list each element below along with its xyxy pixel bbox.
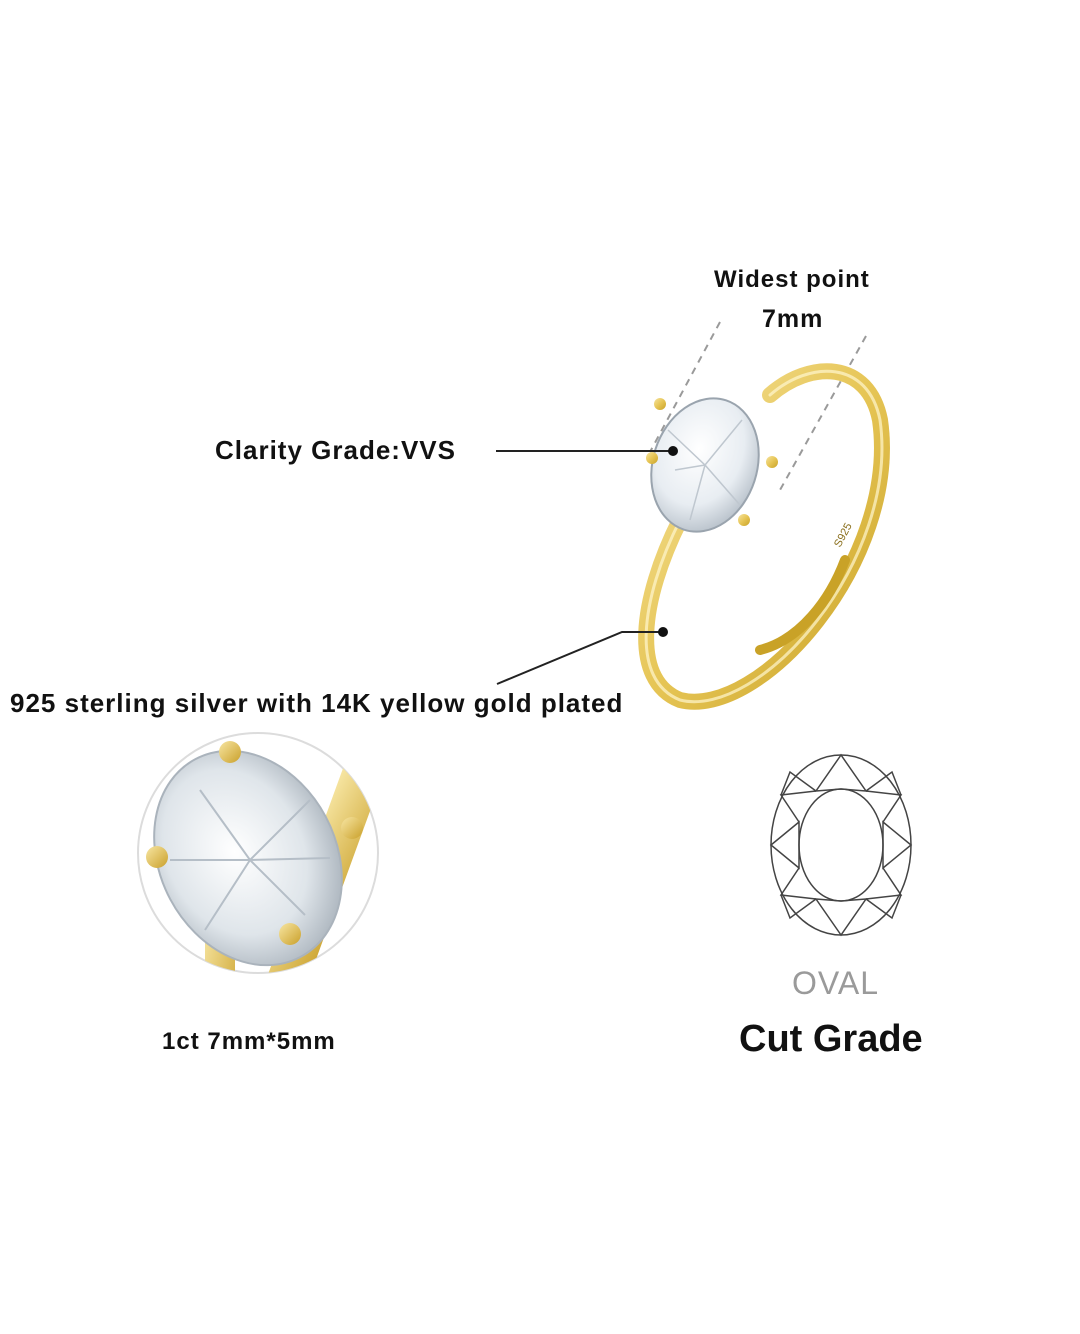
ring-band [638,363,890,710]
cut-shape-label: OVAL [792,965,879,1001]
cut-grade-label: Cut Grade [739,1018,923,1060]
stone-size-label: 1ct 7mm*5mm [162,1028,336,1055]
material-callout-line [496,631,662,685]
clarity-grade-label: Clarity Grade:VVS [215,435,456,465]
clarity-callout-dot [668,446,678,456]
widest-guide-left [649,321,721,453]
ring-gemstone [646,397,778,533]
widest-point-title: Widest point [714,266,870,293]
material-label: 925 sterling silver with 14K yellow gold… [10,688,624,718]
widest-point-value: 7mm [762,305,824,333]
material-callout-dot [658,627,668,637]
widest-guide-right [779,335,867,491]
